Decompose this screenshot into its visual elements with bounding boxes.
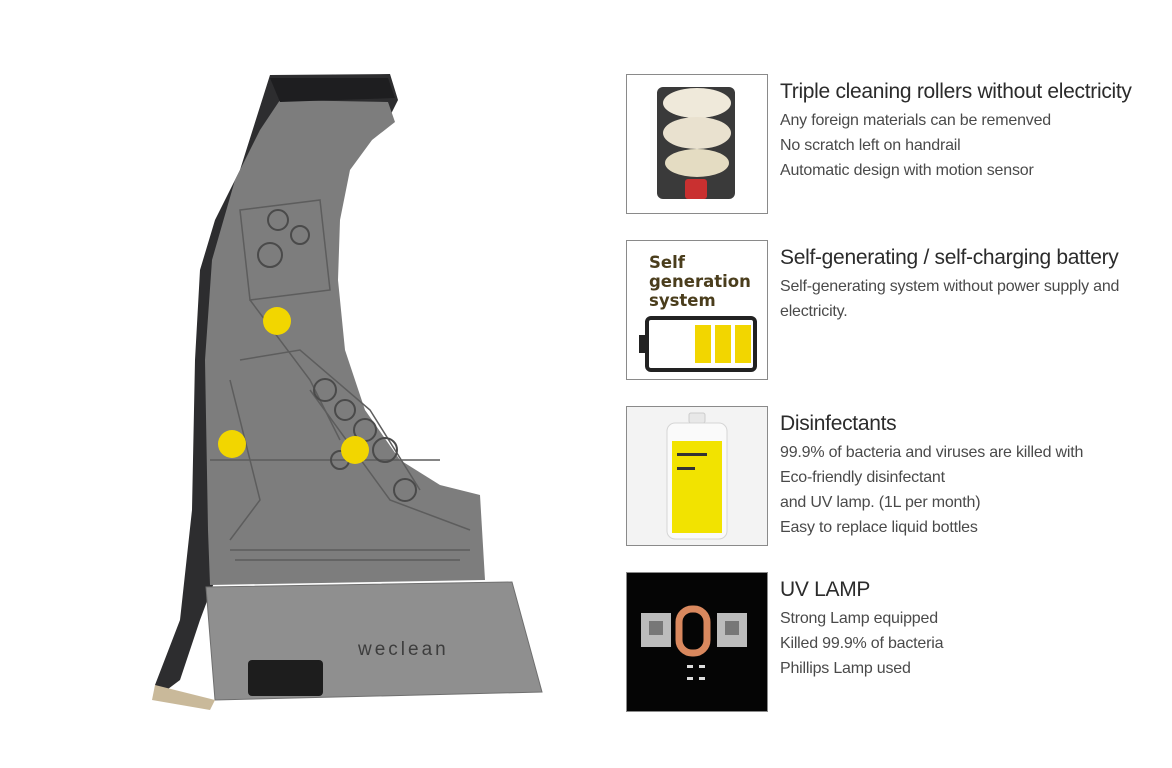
feature-line: Strong Lamp equipped: [780, 610, 938, 627]
disinfectant-bottle-photo: [626, 406, 768, 546]
self-generation-label: Self generation system: [649, 253, 751, 310]
feature-line: Easy to replace liquid bottles: [780, 519, 978, 536]
battery-icon: Self generation system: [626, 240, 768, 380]
feature-rollers: Triple cleaning rollers without electric…: [626, 74, 1146, 216]
uv-lamp-photo: [626, 572, 768, 712]
feature-line: Any foreign materials can be remenved: [780, 112, 1051, 129]
marker-dot-1: [263, 307, 291, 335]
feature-line: Automatic design with motion sensor: [780, 162, 1034, 179]
marker-dot-3: [341, 436, 369, 464]
feature-title: UV LAMP: [780, 578, 871, 601]
cleaning-rollers-photo: [626, 74, 768, 214]
feature-line: Self-generating system without power sup…: [780, 278, 1120, 320]
feature-title: Self-generating / self-charging battery: [780, 246, 1119, 269]
feature-uv-lamp: UV LAMP Strong Lamp equipped Killed 99.9…: [626, 572, 1146, 714]
marker-dot-2: [218, 430, 246, 458]
feature-line: 99.9% of bacteria and viruses are killed…: [780, 444, 1084, 461]
feature-title: Disinfectants: [780, 412, 897, 435]
feature-line: Killed 99.9% of bacteria: [780, 635, 944, 652]
feature-line: Phillips Lamp used: [780, 660, 911, 677]
brand-logo: weclean: [357, 639, 449, 660]
device-cutaway-drawing: weclean: [152, 74, 543, 710]
feature-title: Triple cleaning rollers without electric…: [780, 80, 1132, 103]
device-illustration: weclean: [140, 60, 560, 720]
feature-line: No scratch left on handrail: [780, 137, 961, 154]
base-slot: [248, 660, 323, 696]
feature-battery: Self generation system Self-generating /…: [626, 240, 1146, 382]
feature-line: Eco-friendly disinfectant: [780, 469, 945, 486]
feature-line: and UV lamp. (1L per month): [780, 494, 981, 511]
feature-disinfectants: Disinfectants 99.9% of bacteria and viru…: [626, 406, 1146, 548]
